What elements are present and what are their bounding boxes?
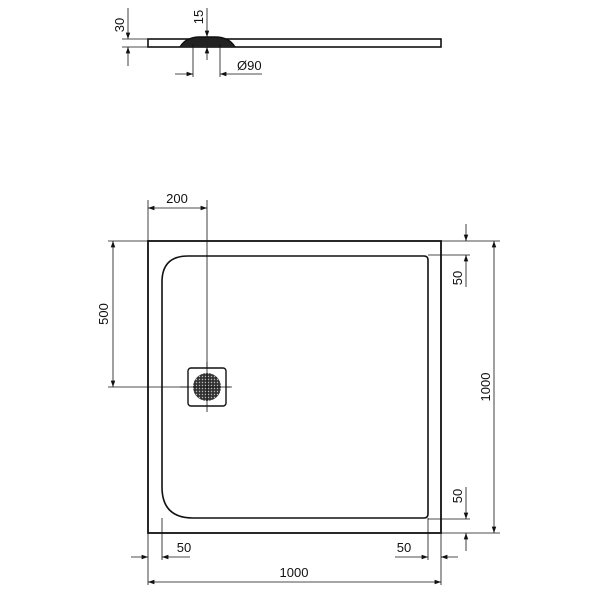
rim-top-label: 50 — [450, 271, 465, 285]
top-view — [108, 200, 500, 585]
side-drain-depth-label: 15 — [191, 10, 206, 24]
width-label: 1000 — [280, 565, 309, 580]
tray-basin — [161, 255, 429, 519]
rim-left-label: 50 — [177, 540, 191, 555]
side-drain-diameter-label: Ø90 — [237, 58, 262, 73]
rim-bottom-label: 50 — [450, 489, 465, 503]
drain-profile — [179, 36, 236, 48]
tray-profile — [147, 38, 442, 48]
grate-drain-icon — [180, 362, 232, 412]
drain-offset-x-label: 200 — [166, 191, 188, 206]
drain-offset-y-label: 500 — [96, 303, 111, 325]
rim-right-label: 50 — [397, 540, 411, 555]
height-label: 1000 — [478, 373, 493, 402]
side-view — [122, 8, 442, 77]
side-thickness-label: 30 — [112, 18, 127, 32]
